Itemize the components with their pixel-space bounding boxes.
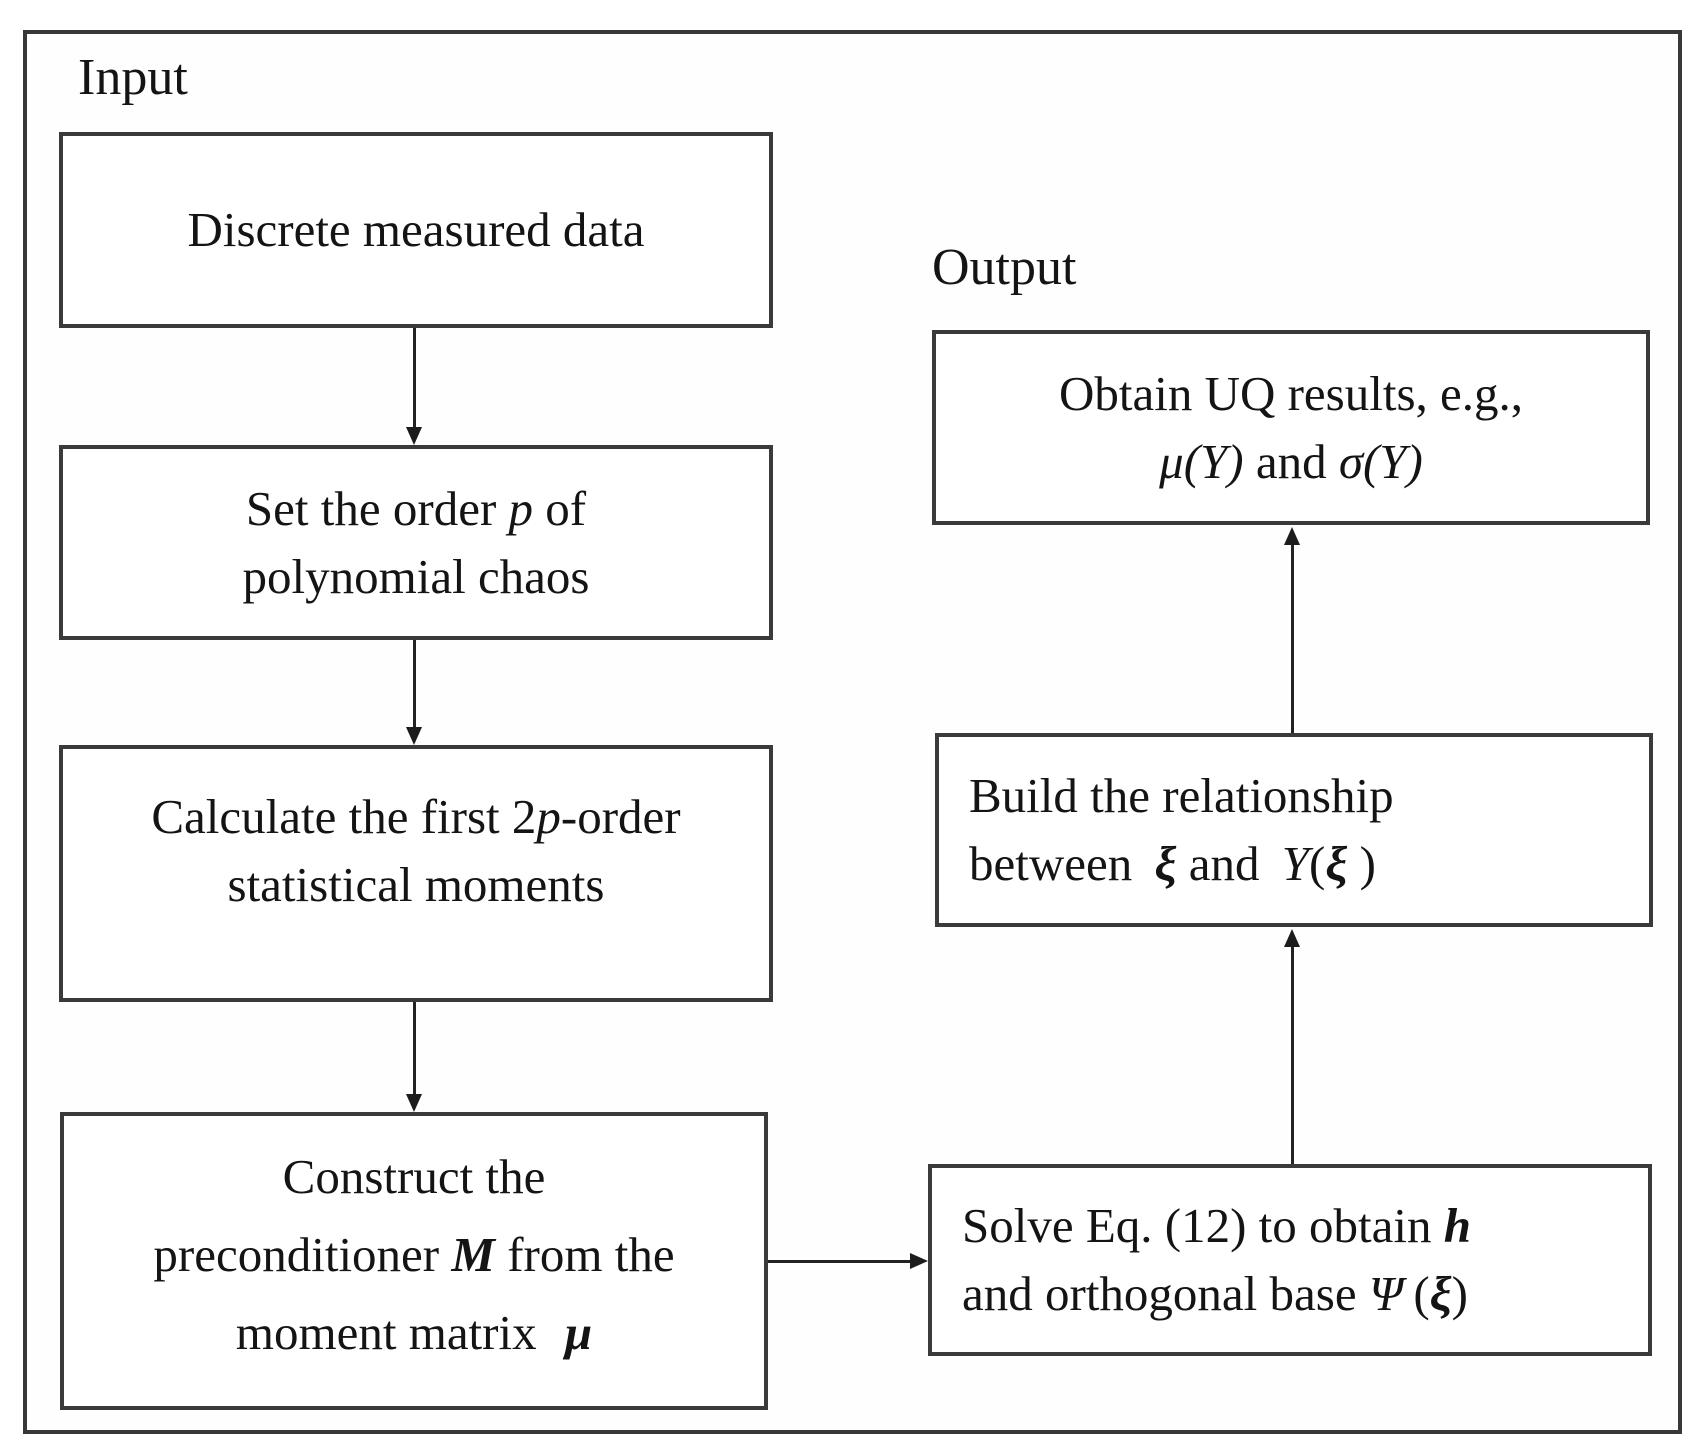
box-solve-equation-12: Solve Eq. (12) to obtain h and orthogona… [928, 1164, 1652, 1356]
math-symbol-xi: ξ [1429, 1266, 1452, 1321]
arrow-shaft [413, 640, 416, 731]
math-symbol-p: p [508, 480, 534, 536]
box-text-line: μ(Y) and σ(Y) [1159, 428, 1423, 496]
text-segment: ) [1347, 836, 1376, 891]
text-segment: from the [494, 1227, 675, 1282]
arrow-order-to-moments-icon [406, 640, 423, 745]
box-text-line: statistical moments [228, 851, 605, 919]
text-segment: Construct the [282, 1149, 546, 1204]
math-symbol-xi: ξ [1325, 836, 1348, 891]
text-segment: and orthogonal base [962, 1266, 1369, 1321]
box-text-line: between ξ and Y(ξ ) [969, 830, 1376, 898]
box-text-line: Set the order p of [246, 475, 586, 543]
math-symbol-p: p [536, 789, 561, 844]
output-section-label: Output [932, 239, 1077, 296]
box-discrete-measured-data: Discrete measured data [59, 132, 773, 328]
input-section-label: Input [78, 49, 188, 106]
text-segment: statistical moments [227, 857, 605, 912]
box-obtain-uq-results: Obtain UQ results, e.g., μ(Y) and σ(Y) [932, 330, 1650, 525]
text-segment: Calculate the first 2 [151, 789, 537, 844]
math-symbol-Y: Y [1281, 836, 1310, 891]
text-segment: between [969, 836, 1145, 891]
text-segment: and [1243, 433, 1339, 489]
math-symbol-h: h [1443, 1198, 1472, 1253]
box-text-line: moment matrix μ [236, 1294, 592, 1372]
arrow-shaft [413, 1002, 416, 1098]
box-text-line: Solve Eq. (12) to obtain h [962, 1192, 1471, 1260]
text-segment: ) [1451, 1266, 1468, 1321]
arrowhead-up-icon [1284, 929, 1300, 947]
arrowhead-down-icon [406, 1094, 422, 1112]
math-symbol-mu: μ [564, 1305, 593, 1360]
box-text-line: preconditioner M from the [153, 1216, 674, 1294]
arrow-solve-to-relationship-icon [1284, 929, 1301, 1164]
text-segment: ( [1413, 1266, 1430, 1321]
text-segment: polynomial chaos [242, 548, 590, 604]
arrow-shaft [768, 1260, 914, 1263]
arrowhead-down-icon [406, 427, 422, 445]
arrowhead-down-icon [406, 727, 422, 745]
text-segment: Build the relationship [969, 768, 1394, 823]
math-expression-mu-Y: μ(Y) [1159, 433, 1244, 489]
box-construct-preconditioner: Construct the preconditioner M from the … [60, 1112, 768, 1410]
box-calculate-statistical-moments: Calculate the first 2p-order statistical… [59, 745, 773, 1002]
arrow-shaft [1291, 541, 1294, 733]
text-segment: Obtain UQ results, e.g., [1058, 365, 1524, 421]
text-segment: Solve Eq. (12) to obtain [962, 1198, 1444, 1253]
box-text-line: polynomial chaos [242, 543, 589, 611]
math-symbol-xi: ξ [1154, 836, 1177, 891]
box-set-order-of-polynomial-chaos: Set the order p of polynomial chaos [59, 445, 773, 640]
arrow-preconditioner-to-solve-icon [768, 1253, 928, 1270]
arrowhead-up-icon [1284, 527, 1300, 545]
box-text-line: Calculate the first 2p-order [151, 783, 680, 851]
text-segment: -order [560, 789, 681, 844]
box-text-line: Discrete measured data [187, 196, 644, 264]
box-text-line: Obtain UQ results, e.g., [1059, 360, 1523, 428]
text-segment: preconditioner [153, 1227, 452, 1282]
arrowhead-right-icon [910, 1253, 928, 1269]
arrow-discrete-to-order-icon [406, 328, 423, 445]
box-text-line: Construct the [283, 1138, 546, 1216]
math-symbol-M: M [451, 1227, 495, 1282]
text-segment: moment matrix [235, 1305, 549, 1360]
text-segment: and [1176, 836, 1272, 891]
arrow-shaft [1291, 943, 1294, 1164]
text-segment: ( [1309, 836, 1326, 891]
arrow-moments-to-preconditioner-icon [406, 1002, 423, 1112]
box-text-line: Build the relationship [969, 762, 1394, 830]
text-segment: Set the order [245, 480, 509, 536]
text-segment: Discrete measured data [187, 202, 645, 257]
math-symbol-psi: Ψ [1368, 1266, 1404, 1321]
text-segment: of [533, 480, 587, 536]
math-expression-sigma-Y: σ(Y) [1338, 433, 1423, 489]
box-text-line: and orthogonal base Ψ(ξ) [962, 1260, 1468, 1328]
arrow-relationship-to-uq-icon [1284, 527, 1301, 733]
box-build-relationship: Build the relationship between ξ and Y(ξ… [935, 733, 1653, 927]
arrow-shaft [413, 328, 416, 431]
